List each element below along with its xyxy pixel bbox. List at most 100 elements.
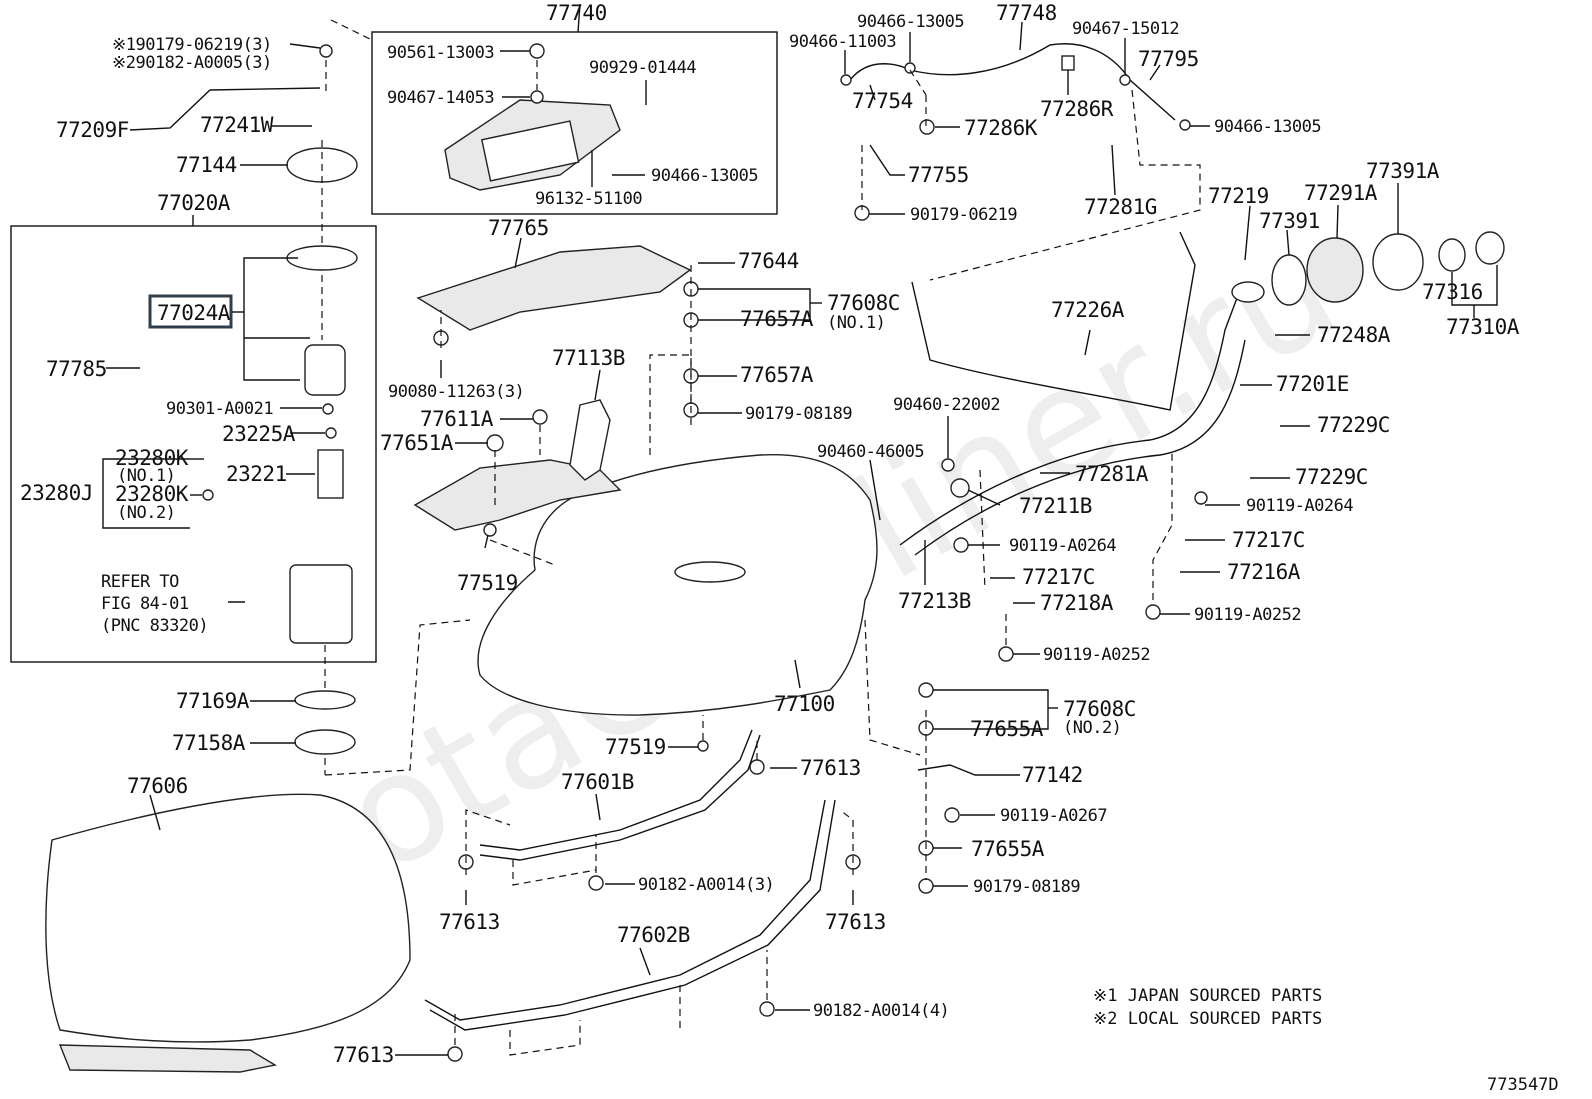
label-77748[interactable]: 77748 [996,1,1057,25]
label-77602B[interactable]: 77602B [617,923,690,947]
label-77291A[interactable]: 77291A [1304,181,1378,205]
label-77613-d[interactable]: 77613 [333,1043,394,1067]
label-77391A[interactable]: 77391A [1366,159,1440,183]
label-77740[interactable]: 77740 [546,1,607,25]
label-77201E[interactable]: 77201E [1276,372,1349,396]
label-77286R[interactable]: 77286R [1040,97,1114,121]
label-90466-11003[interactable]: 90466-11003 [789,32,897,52]
label-77644[interactable]: 77644 [738,249,799,273]
label-77316[interactable]: 77316 [1422,280,1483,304]
label-77219[interactable]: 77219 [1208,184,1269,208]
label-90179-06219[interactable]: 90179-06219 [910,205,1018,225]
label-90467-14053[interactable]: 90467-14053 [387,88,495,108]
label-23221[interactable]: 23221 [226,462,287,486]
label-90119-A0264-a[interactable]: 90119-A0264 [1246,496,1354,516]
insulator-lower-plate [58,1044,277,1073]
label-77613-b[interactable]: 77613 [439,910,500,934]
label-77217C-1[interactable]: 77217C [1232,528,1305,552]
label-77765[interactable]: 77765 [488,216,549,240]
label-77310A[interactable]: 77310A [1446,315,1520,339]
label-23280K-no2[interactable]: 23280K [115,482,189,506]
refer-line-3: (PNC 83320) [101,616,208,636]
label-77024A[interactable]: 77024A [157,301,231,325]
label-77213B[interactable]: 77213B [898,589,971,613]
label-77226A[interactable]: 77226A [1051,298,1125,322]
label-90460-22002[interactable]: 90460-22002 [893,395,1001,415]
label-96132-51100[interactable]: 96132-51100 [535,189,643,209]
label-190179-06219[interactable]: ※190179-06219(3) [112,35,272,55]
label-90466-13005-c[interactable]: 90466-13005 [1214,117,1322,137]
part-labels: ※190179-06219(3) ※290182-A0005(3) 77209F… [20,1,1520,1067]
label-77519-a[interactable]: 77519 [457,571,518,595]
label-90179-08189-b[interactable]: 90179-08189 [973,877,1081,897]
label-77391[interactable]: 77391 [1259,209,1320,233]
label-90466-13005-b[interactable]: 90466-13005 [857,12,965,32]
label-77209F[interactable]: 77209F [56,118,129,142]
label-77611A[interactable]: 77611A [420,407,494,431]
label-77657A-2[interactable]: 77657A [740,363,814,387]
label-77113B[interactable]: 77113B [552,346,625,370]
label-90182-A0014-4[interactable]: 90182-A0014(4) [813,1001,950,1021]
label-77142[interactable]: 77142 [1022,763,1083,787]
label-23280J[interactable]: 23280J [20,481,93,505]
label-77229C-1[interactable]: 77229C [1317,413,1390,437]
label-77248A[interactable]: 77248A [1317,323,1391,347]
label-77754[interactable]: 77754 [852,89,913,113]
label-77217C-2[interactable]: 77217C [1022,565,1095,589]
label-90119-A0252-a[interactable]: 90119-A0252 [1194,605,1302,625]
label-23280K-no1[interactable]: 23280K [115,446,189,470]
breather-line-77226A [911,231,1196,411]
label-77144[interactable]: 77144 [176,153,237,177]
canister-body [480,120,580,182]
strap-77602B [424,799,836,1031]
label-77657A-1[interactable]: 77657A [740,307,814,331]
label-90929-01444[interactable]: 90929-01444 [589,58,697,78]
label-77755[interactable]: 77755 [908,163,969,187]
leader-lines [102,3,1498,1056]
label-77608C-1[interactable]: 77608C [827,291,900,315]
label-90301-A0021[interactable]: 90301-A0021 [166,399,274,419]
label-23225A[interactable]: 23225A [222,422,296,446]
label-77281A[interactable]: 77281A [1075,462,1149,486]
label-77613-a[interactable]: 77613 [800,756,861,780]
label-77158A[interactable]: 77158A [172,731,246,755]
label-no2: (NO.2) [117,503,175,523]
label-77229C-2[interactable]: 77229C [1295,465,1368,489]
label-77218A[interactable]: 77218A [1040,591,1114,615]
label-77100[interactable]: 77100 [774,692,835,716]
label-77169A[interactable]: 77169A [176,689,250,713]
label-77020A[interactable]: 77020A [157,191,231,215]
label-77655A-2[interactable]: 77655A [971,837,1045,861]
label-77608C-2[interactable]: 77608C [1063,697,1136,721]
label-90179-08189-a[interactable]: 90179-08189 [745,404,853,424]
label-77651A[interactable]: 77651A [380,431,454,455]
label-90467-15012[interactable]: 90467-15012 [1072,19,1180,39]
label-90080-11263[interactable]: 90080-11263(3) [388,382,525,402]
gasket-77391A [1372,233,1424,291]
label-77613-c[interactable]: 77613 [825,910,886,934]
refer-line-2[interactable]: FIG 84-01 [101,594,189,614]
label-77281G[interactable]: 77281G [1084,195,1157,219]
label-77211B[interactable]: 77211B [1019,494,1092,518]
label-90460-46005[interactable]: 90460-46005 [817,442,925,462]
label-90466-13005-a[interactable]: 90466-13005 [651,166,759,186]
label-77601B[interactable]: 77601B [561,770,634,794]
label-77216A[interactable]: 77216A [1227,560,1301,584]
label-77286K[interactable]: 77286K [964,116,1038,140]
label-90119-A0252-b[interactable]: 90119-A0252 [1043,645,1151,665]
highlight-box-77024A[interactable] [148,294,233,329]
label-77606[interactable]: 77606 [127,774,188,798]
protector-77765 [416,245,692,331]
label-77241W[interactable]: 77241W [200,113,274,137]
note-japan-sourced: ※1 JAPAN SOURCED PARTS [1093,986,1322,1006]
label-90119-A0267[interactable]: 90119-A0267 [1000,806,1108,826]
label-77519-b[interactable]: 77519 [605,735,666,759]
label-77785[interactable]: 77785 [46,357,107,381]
label-90119-A0264-b[interactable]: 90119-A0264 [1009,536,1117,556]
label-90182-A0014-3[interactable]: 90182-A0014(3) [638,875,775,895]
retainer-77158A [294,729,356,755]
label-77795[interactable]: 77795 [1138,47,1199,71]
label-290182-A0005[interactable]: ※290182-A0005(3) [112,53,272,73]
label-77655A-1[interactable]: 77655A [970,717,1044,741]
label-90561-13003[interactable]: 90561-13003 [387,43,495,63]
